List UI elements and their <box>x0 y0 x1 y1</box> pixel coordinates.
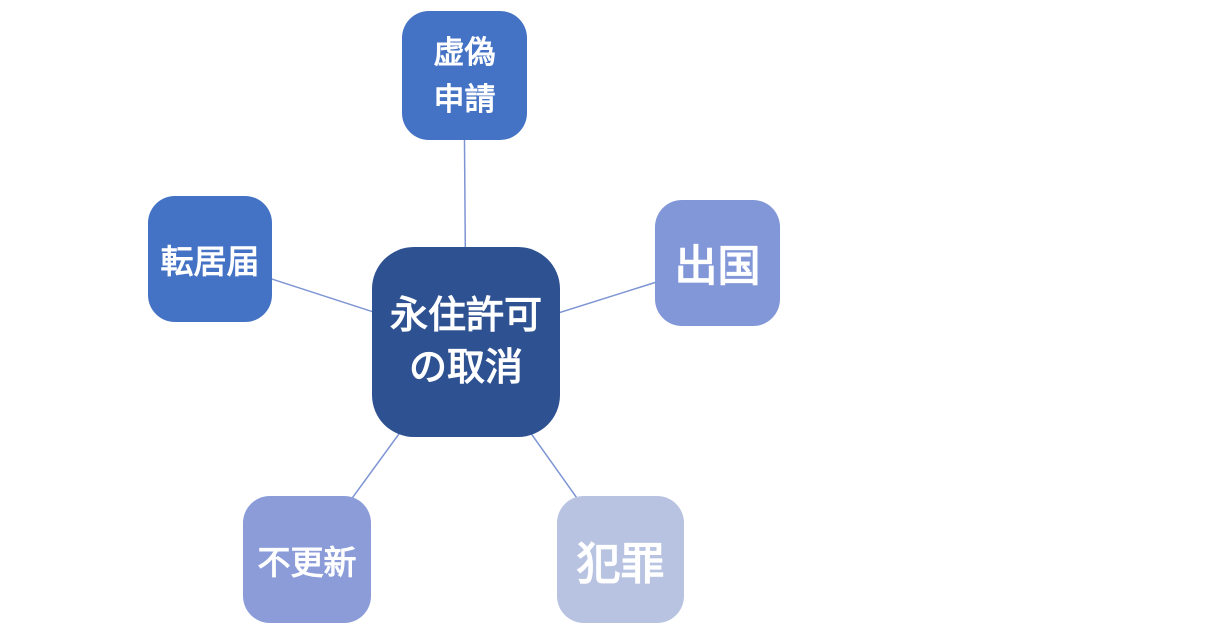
node-false-application: 虚偽 申請 <box>402 11 527 140</box>
node-crime: 犯罪 <box>557 496 684 623</box>
node-departure: 出国 <box>655 200 780 326</box>
node-moving-notification: 転居届 <box>148 196 272 322</box>
center-node-permanent-residence-revocation: 永住許可 の取消 <box>372 247 560 437</box>
node-non-renewal: 不更新 <box>243 496 371 623</box>
